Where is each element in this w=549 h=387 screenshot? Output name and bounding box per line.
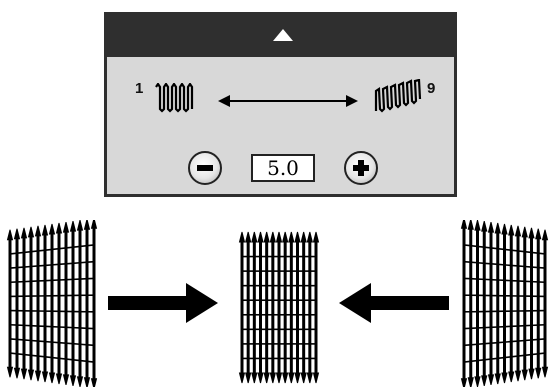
min-label: 1 [135, 80, 144, 97]
fabric-slanted-left [6, 220, 98, 387]
fabric-slanted-right [460, 220, 549, 387]
width-value-display: 5.0 [251, 154, 315, 182]
plus-icon [346, 153, 376, 183]
arrow-right-icon [108, 283, 218, 323]
minus-icon [190, 153, 220, 183]
stitch-width-panel: 1 9 5.0 [104, 12, 457, 197]
wide-stitch-icon [374, 79, 422, 113]
fabric-straight [238, 231, 320, 384]
double-arrow-icon [218, 95, 358, 107]
arrow-left-icon [339, 283, 449, 323]
max-label: 9 [427, 80, 436, 97]
narrow-stitch-icon [155, 83, 194, 113]
decrease-button[interactable] [188, 151, 222, 185]
increase-button[interactable] [344, 151, 378, 185]
triangle-up-icon[interactable] [273, 29, 293, 41]
panel-header [107, 15, 454, 57]
